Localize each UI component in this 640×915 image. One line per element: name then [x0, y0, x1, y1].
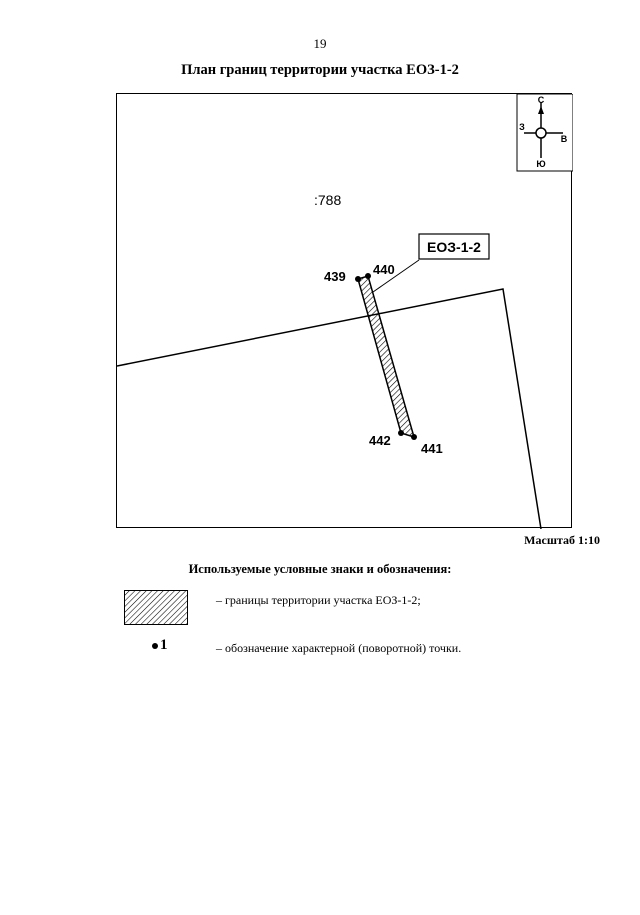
compass-east: В — [561, 134, 568, 144]
zone-strip — [357, 275, 416, 439]
point-label-440: 440 — [373, 262, 395, 277]
point-label-442: 442 — [369, 433, 391, 448]
point-label-439: 439 — [324, 269, 346, 284]
parcel-boundary — [117, 288, 542, 529]
legend-point-sample: 1 — [152, 637, 168, 654]
legend-point-dot — [152, 642, 158, 649]
legend-item-point-text: – обозначение характерной (поворотной) т… — [216, 641, 462, 655]
point-marker-441 — [411, 434, 417, 440]
scale-label: Масштаб 1:10 — [524, 533, 600, 547]
parcel-label: :788 — [314, 192, 341, 208]
point-label-441: 441 — [421, 441, 443, 456]
point-marker-440 — [365, 273, 371, 279]
compass-rose: С Ю З В — [516, 94, 573, 172]
legend-hatch-swatch — [124, 590, 188, 625]
legend-title: Используемые условные знаки и обозначени… — [188, 562, 452, 576]
point-marker-439 — [355, 276, 361, 282]
zone-label: ЕОЗ-1-2 — [427, 239, 481, 255]
page-title: План границ территории участка ЕОЗ-1-2 — [181, 62, 459, 78]
zone-label-leader — [372, 259, 420, 293]
compass-north: С — [538, 95, 545, 105]
compass-west: З — [519, 122, 525, 132]
zone-label-box — [418, 233, 490, 260]
legend-item-boundary-text: – границы территории участка ЕОЗ-1-2; — [216, 593, 421, 607]
page-number: 19 — [313, 36, 327, 51]
compass-south: Ю — [536, 159, 545, 169]
point-marker-442 — [398, 430, 404, 436]
map-drawing: ЕОЗ-1-2 :788 439 440 442 441 С Ю З В — [117, 94, 573, 529]
legend-point-number: 1 — [160, 637, 168, 653]
map-frame: ЕОЗ-1-2 :788 439 440 442 441 С Ю З В — [116, 93, 573, 529]
